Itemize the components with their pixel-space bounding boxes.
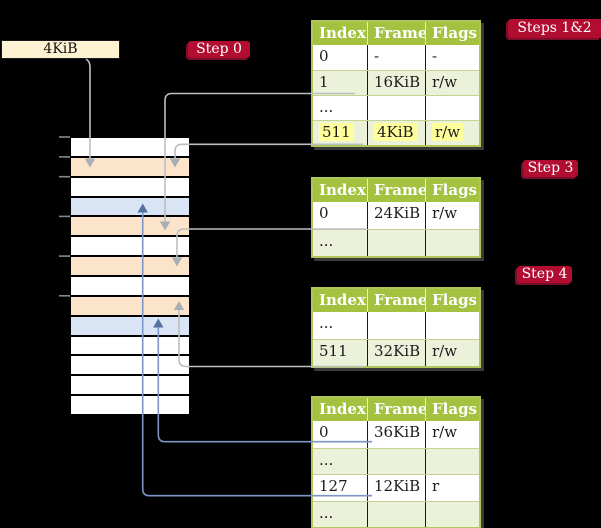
memory-row-blue bbox=[71, 316, 189, 337]
table-row: 0 -- bbox=[313, 45, 479, 70]
table-cell: ... bbox=[319, 503, 334, 522]
table-cell: ... bbox=[319, 450, 334, 469]
column-header-frame: Frame bbox=[367, 398, 425, 421]
table-cell: 4KiB bbox=[367, 121, 425, 145]
table-cell bbox=[425, 230, 479, 256]
memory-row-white bbox=[71, 356, 189, 377]
table-cell: r/w bbox=[425, 340, 479, 366]
column-header-flags: Flags bbox=[425, 179, 479, 202]
column-header-frame: Frame bbox=[367, 22, 425, 45]
memory-row-blue bbox=[71, 197, 189, 218]
memory-row-orange bbox=[71, 217, 189, 238]
column-header-index: Index bbox=[319, 24, 366, 42]
table-cell: 32KiB bbox=[367, 340, 425, 366]
table-cell bbox=[425, 501, 479, 527]
column-header-index: Index bbox=[319, 181, 366, 199]
table-cell: 0 bbox=[319, 47, 329, 65]
memory-row-white bbox=[71, 277, 189, 297]
arrow-table1-row511-to-frame bbox=[169, 143, 363, 168]
table-cell bbox=[367, 96, 425, 120]
table-row: 511 4KiB r/w bbox=[313, 120, 479, 145]
table-cell bbox=[367, 230, 425, 256]
steps-1-2-badge: Steps 1&2 bbox=[508, 19, 601, 38]
table-row: ... bbox=[313, 95, 479, 120]
table-cell bbox=[425, 312, 479, 339]
table-cell: 511 bbox=[319, 342, 348, 360]
memory-row-white bbox=[71, 396, 189, 415]
column-header-flags: Flags bbox=[425, 289, 479, 312]
memory-row-orange bbox=[71, 257, 189, 278]
step-3-badge: Step 3 bbox=[523, 160, 578, 177]
memory-row-white bbox=[71, 237, 189, 258]
table-cell: r bbox=[425, 475, 479, 501]
memory-row-orange bbox=[71, 157, 189, 178]
table-cell: ... bbox=[319, 314, 334, 332]
column-header-frame: Frame bbox=[367, 179, 425, 202]
table-cell: 12KiB bbox=[367, 475, 425, 501]
table-row: ... bbox=[313, 500, 479, 527]
column-header-index: Index bbox=[319, 400, 366, 418]
column-header-flags: Flags bbox=[425, 398, 479, 421]
table-cell: r/w bbox=[425, 71, 479, 95]
page-size-label: 4KiB bbox=[1, 40, 120, 59]
table-cell: ... bbox=[319, 232, 334, 250]
highlighted-value: 4KiB bbox=[374, 123, 417, 141]
table-cell: 0 bbox=[319, 423, 329, 441]
table-cell: 36KiB bbox=[367, 421, 425, 448]
step-0-badge: Step 0 bbox=[188, 41, 250, 58]
table-cell: ... bbox=[319, 98, 334, 116]
table-cell bbox=[425, 96, 479, 120]
table-cell bbox=[367, 501, 425, 527]
memory-row-orange bbox=[71, 296, 189, 317]
table-cell bbox=[367, 448, 425, 474]
column-header-index: Index bbox=[319, 291, 366, 309]
memory-row-white bbox=[71, 376, 189, 397]
table-cell bbox=[367, 312, 425, 339]
memory-row-white bbox=[71, 177, 189, 198]
table-cell: 127 bbox=[319, 477, 348, 495]
table-cell: 24KiB bbox=[367, 202, 425, 229]
table-row: ... bbox=[313, 447, 479, 474]
table-cell: 0 bbox=[319, 204, 329, 222]
table-cell: r/w bbox=[425, 202, 479, 229]
table-row: ... bbox=[313, 312, 479, 339]
table-cell: - bbox=[425, 45, 479, 70]
memory-row-white bbox=[71, 336, 189, 357]
table-cell: 1 bbox=[319, 73, 329, 91]
table-cell bbox=[425, 448, 479, 474]
column-header-frame: Frame bbox=[367, 289, 425, 312]
highlighted-value: r/w bbox=[432, 123, 464, 141]
table-row: ... bbox=[313, 229, 479, 256]
table-cell: r/w bbox=[425, 421, 479, 448]
memory-row-white bbox=[71, 138, 189, 158]
memory-ticks bbox=[59, 136, 70, 297]
table-cell: r/w bbox=[425, 121, 479, 145]
table-cell: 16KiB bbox=[367, 71, 425, 95]
highlighted-value: 511 bbox=[319, 123, 354, 141]
physical-memory-column bbox=[70, 137, 190, 415]
table-cell: - bbox=[367, 45, 425, 70]
table-cell: 511 bbox=[313, 121, 367, 145]
column-header-flags: Flags bbox=[425, 22, 479, 45]
step-4-badge: Step 4 bbox=[517, 266, 572, 283]
